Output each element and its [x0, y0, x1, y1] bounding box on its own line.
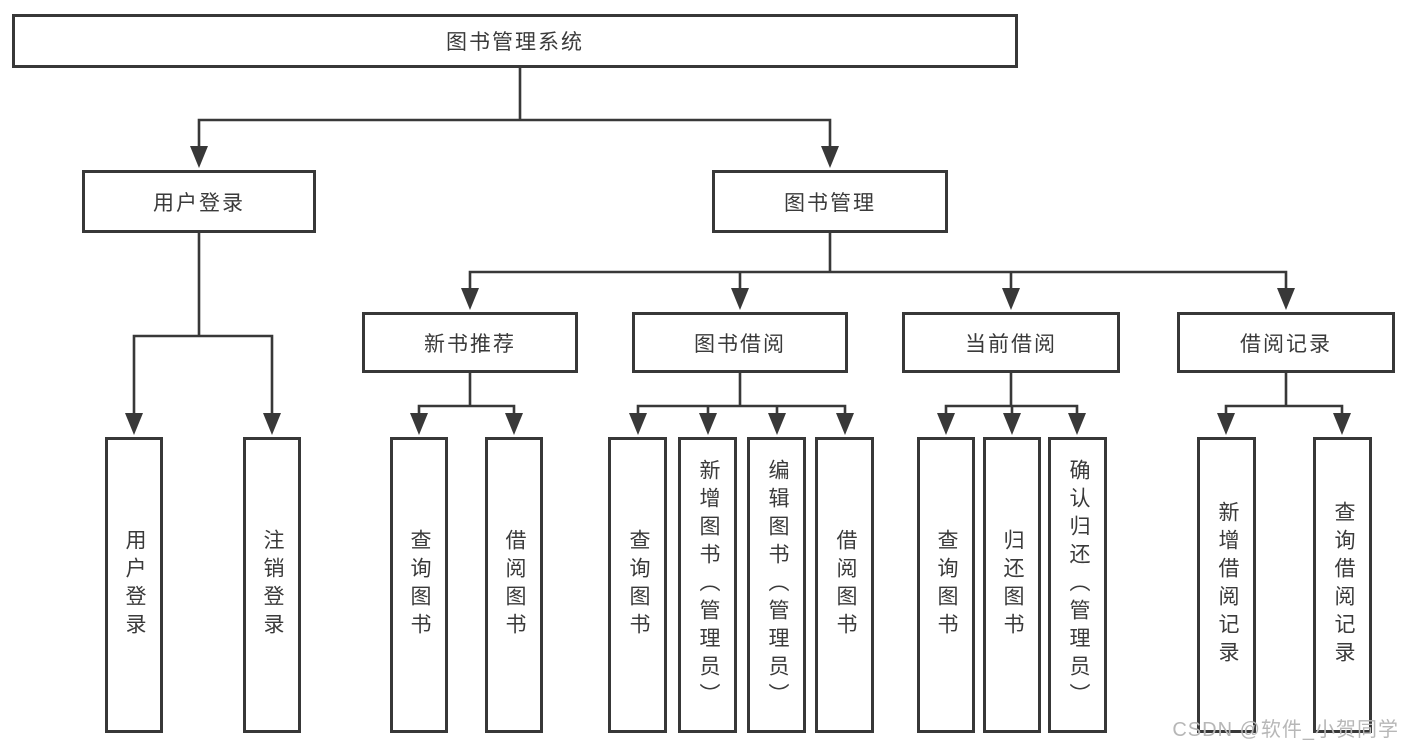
node-user-login: 用户登录 [82, 170, 316, 233]
node-add-borrow-record: 新增借阅记录 [1197, 437, 1256, 733]
node-confirm-return-admin: 确认归还（管理员） [1048, 437, 1107, 733]
node-user-login-leaf: 用户登录 [105, 437, 163, 733]
node-borrowing-records: 借阅记录 [1177, 312, 1395, 373]
node-return-books: 归还图书 [983, 437, 1041, 733]
node-current-borrowing: 当前借阅 [902, 312, 1120, 373]
node-logout: 注销登录 [243, 437, 301, 733]
node-book-borrowing: 图书借阅 [632, 312, 848, 373]
node-new-book-recommendation: 新书推荐 [362, 312, 578, 373]
node-edit-books-admin: 编辑图书（管理员） [747, 437, 806, 733]
node-query-books-borrowing: 查询图书 [608, 437, 667, 733]
node-borrow-books-recommend: 借阅图书 [485, 437, 543, 733]
node-book-management: 图书管理 [712, 170, 948, 233]
node-library-management-system: 图书管理系统 [12, 14, 1018, 68]
node-query-books-current: 查询图书 [917, 437, 975, 733]
node-borrow-books-borrowing: 借阅图书 [815, 437, 874, 733]
node-add-books-admin: 新增图书（管理员） [678, 437, 737, 733]
node-query-borrow-record: 查询借阅记录 [1313, 437, 1372, 733]
node-query-books-recommend: 查询图书 [390, 437, 448, 733]
watermark-text: CSDN @软件_小贺同学 [1172, 719, 1399, 741]
